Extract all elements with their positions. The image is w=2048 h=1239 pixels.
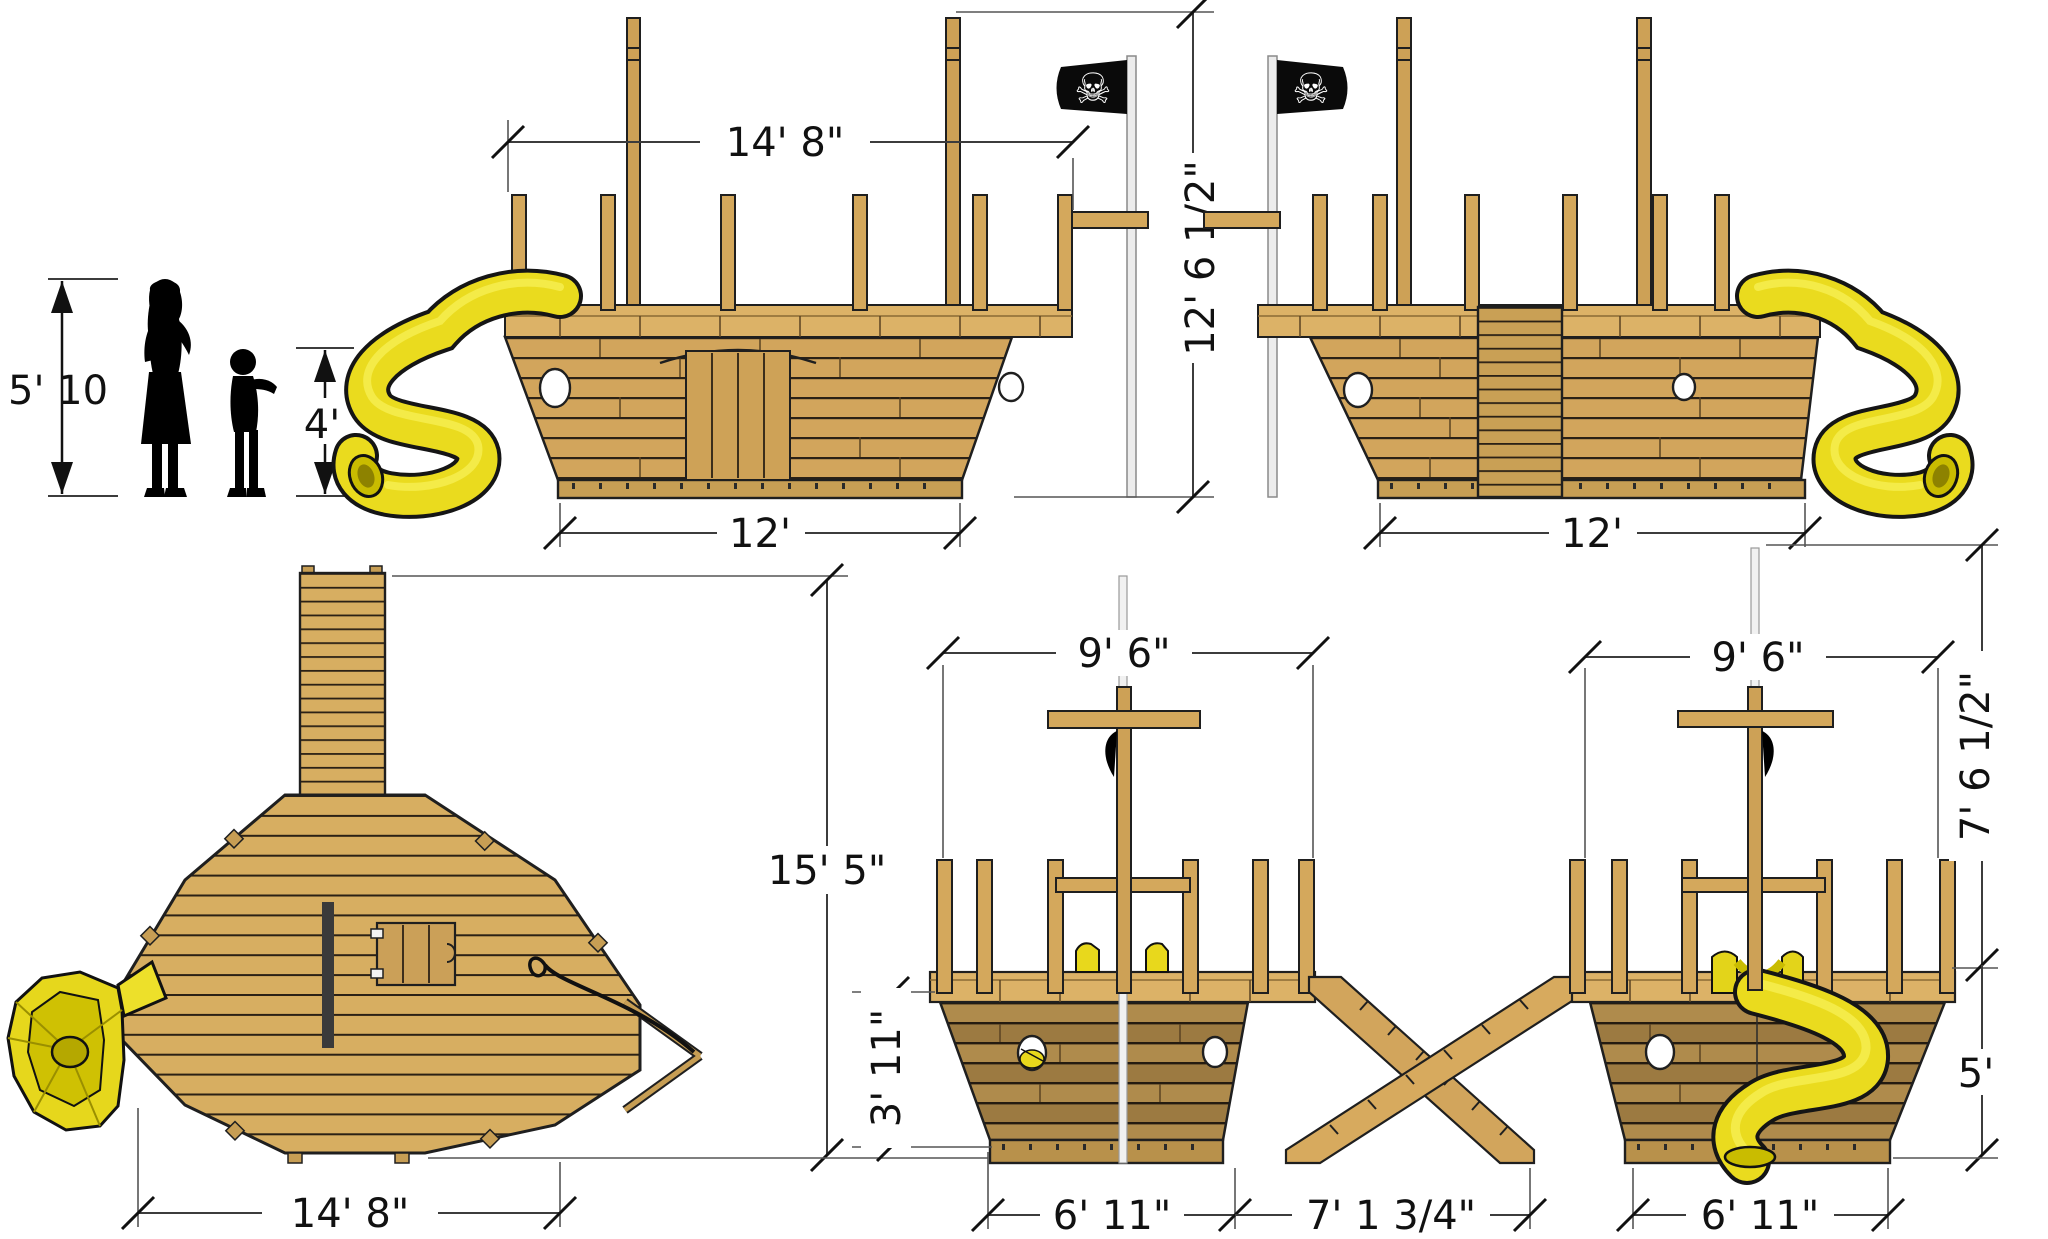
- trapdoor: [370, 921, 457, 987]
- dim-label: 9' 6": [1077, 631, 1170, 677]
- child-height-dimension: 4': [296, 347, 354, 497]
- hinge-icon: [370, 928, 384, 939]
- masts: [626, 17, 961, 311]
- side-view-starboard: ☠ 12': [1203, 17, 1975, 557]
- dimension-port-top-width: 14' 8": [490, 118, 1091, 210]
- dimension-bow-rail-width: 9' 6": [925, 630, 1331, 858]
- arrow-down-icon: [51, 462, 73, 494]
- spiral-slide: [1735, 268, 1975, 519]
- railing-posts: [511, 194, 1073, 311]
- dim-label: 7' 1 3/4": [1306, 1193, 1476, 1239]
- corner-cleats: [139, 828, 609, 1164]
- arrow-up-icon: [314, 350, 336, 382]
- dim-label: 12': [729, 511, 791, 557]
- dim-label: 12': [1561, 511, 1623, 557]
- porthole: [997, 371, 1025, 403]
- spiral-slide-top: [6, 959, 168, 1132]
- top-view: 15' 5" 14' 8": [6, 562, 988, 1237]
- dimension-stern-hull-height: 5': [1950, 965, 2004, 1173]
- bowsprit: [1071, 211, 1149, 229]
- pirate-flag: ☠: [1277, 60, 1348, 114]
- skull-crossbones-icon: ☠: [1074, 64, 1112, 113]
- dim-label: 6' 11": [1053, 1193, 1171, 1239]
- adult-silhouette: [141, 279, 191, 497]
- pennant-icon: [1762, 731, 1774, 777]
- dimension-bow-hull-height: 3' 11": [852, 975, 992, 1163]
- handle-icon: [446, 943, 456, 963]
- masts: [1396, 17, 1652, 311]
- plank-joints: [1399, 339, 1741, 477]
- pennant-icon: [1105, 731, 1117, 777]
- gangway-walkway: [298, 571, 387, 797]
- dim-label: 14' 8": [726, 120, 844, 166]
- dim-label: 7' 6 1/2": [1953, 671, 1999, 841]
- dimension-starboard-base-width: 12': [1362, 503, 1823, 557]
- dimension-port-height: 12' 6 1/2": [956, 0, 1226, 515]
- skull-crossbones-icon: ☠: [1292, 64, 1330, 113]
- adult-height-label: 5' 10: [8, 368, 108, 414]
- slide-entry: [1075, 942, 1100, 973]
- railing-posts: [1312, 194, 1730, 311]
- porthole: [1671, 372, 1697, 402]
- slide-entry: [1145, 942, 1169, 973]
- arrow-down-icon: [314, 462, 336, 494]
- scale-figures: 5' 10 4': [8, 278, 354, 497]
- dimension-gangplank-span: 7' 1 3/4": [1235, 1168, 1548, 1239]
- keel-band: [1376, 478, 1807, 500]
- dim-label: 9' 6": [1711, 635, 1804, 681]
- bow-rope: [528, 956, 696, 1054]
- dim-label: 5': [1958, 1051, 1994, 1097]
- cabin-door: [659, 348, 817, 481]
- bowsprit: [1203, 211, 1281, 229]
- bow-view: 9' 6" 3' 11" 6' 11": [852, 575, 1331, 1239]
- hinge-icon: [370, 968, 384, 979]
- porthole-with-slide: [1016, 1034, 1048, 1072]
- flagpole: [1126, 55, 1137, 498]
- mast: [1747, 686, 1763, 991]
- gangplank-x-frame: 7' 1 3/4": [1235, 975, 1588, 1239]
- mast: [1116, 686, 1132, 994]
- bulwark: [504, 304, 1073, 338]
- dimension-stern-rail-width: 9' 6": [1567, 634, 1956, 858]
- porthole: [1342, 371, 1374, 409]
- side-view-port: ☠ 14' 8: [331, 0, 1226, 557]
- dimension-port-base-width: 12': [542, 503, 978, 557]
- pirate-flag: ☠: [1056, 60, 1127, 114]
- dim-label: 6' 11": [1701, 1193, 1819, 1239]
- flagpole: [1267, 55, 1278, 498]
- adult-height-dimension: 5' 10: [8, 278, 118, 497]
- dimension-top-width: 14' 8": [120, 1108, 578, 1237]
- mast-slot: [322, 902, 334, 1048]
- spiral-slide: [331, 268, 583, 519]
- porthole: [538, 367, 572, 409]
- hull: [938, 1000, 1250, 1142]
- child-silhouette: [227, 349, 277, 497]
- spiral-slide: [1711, 950, 1890, 1185]
- plank-joints: [999, 1024, 1181, 1102]
- climbing-ladder: [1476, 305, 1564, 499]
- dimension-stern-base-width: 6' 11": [1615, 1168, 1906, 1239]
- dim-label: 3' 11": [864, 1009, 910, 1127]
- mast-crossbar: [1047, 710, 1201, 729]
- dimension-bow-base-width: 6' 11": [970, 1152, 1253, 1239]
- porthole: [1201, 1035, 1229, 1069]
- keel-band: [556, 478, 964, 500]
- dim-label: 12' 6 1/2": [1178, 160, 1224, 356]
- dimension-stern-mast-height: 7' 6 1/2": [1766, 527, 2001, 983]
- arrow-up-icon: [51, 281, 73, 313]
- dim-label: 15' 5": [768, 848, 886, 894]
- dim-label: 14' 8": [291, 1191, 409, 1237]
- dimension-top-length: 15' 5": [392, 562, 891, 1173]
- hull: [1308, 335, 1820, 482]
- porthole: [1644, 1033, 1676, 1071]
- keel-band: [988, 1138, 1225, 1165]
- mast-crossbar: [1677, 710, 1834, 728]
- stern-view: 9' 6" 7' 6 1/2" 5' 6' 11": [1567, 527, 2004, 1239]
- child-height-label: 4': [304, 402, 340, 448]
